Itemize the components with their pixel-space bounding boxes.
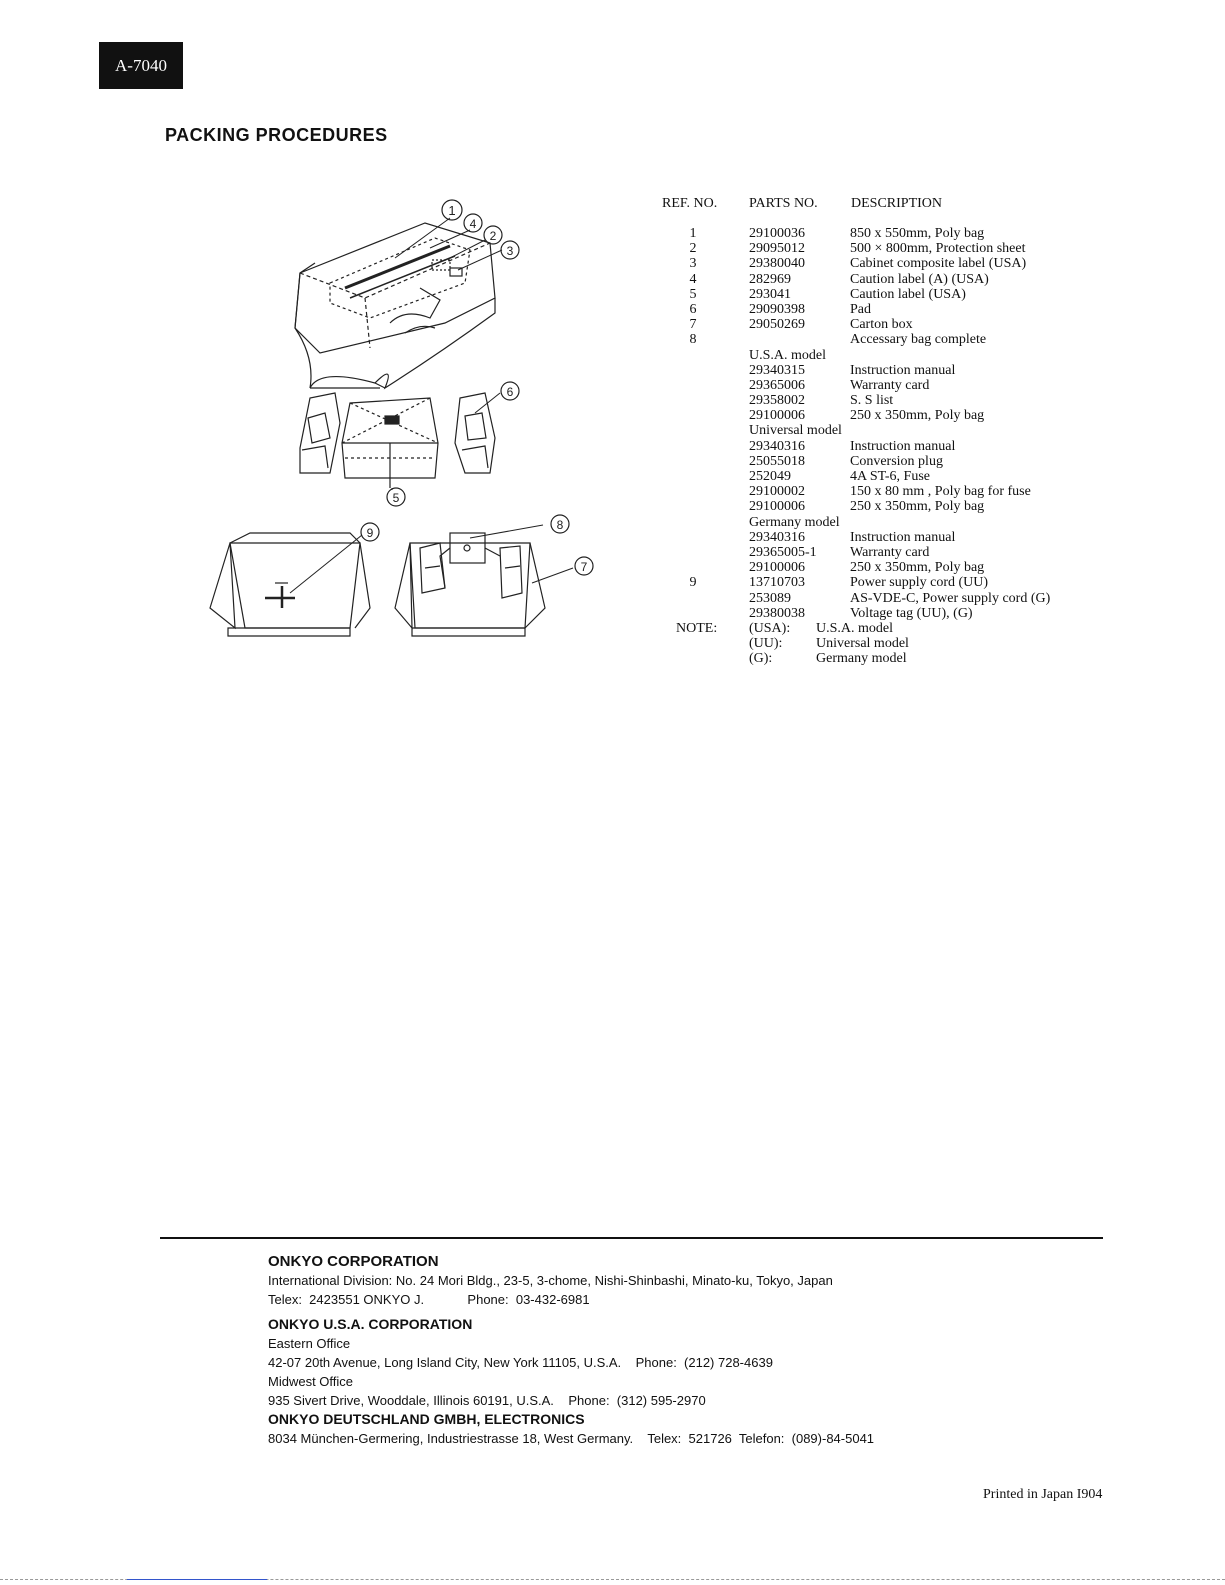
company-addresses: ONKYO CORPORATION International Division… (268, 1252, 874, 1448)
corp-onkyo-germany: ONKYO DEUTSCHLAND GMBH, ELECTRONICS (268, 1411, 585, 1427)
svg-text:4: 4 (470, 217, 477, 231)
carton-with-cord-drawing (209, 532, 371, 637)
page-title: PACKING PROCEDURES (165, 125, 388, 145)
callout-1: 1 (441, 199, 463, 221)
address-line: 935 Sivert Drive, Wooddale, Illinois 601… (268, 1393, 706, 1408)
svg-text:5: 5 (393, 491, 400, 505)
header-ref-no: REF. NO. (662, 196, 718, 211)
packing-illustration: 1 4 2 3 6 5 9 8 7 (209, 199, 594, 637)
printed-note: Printed in Japan I904 (983, 1487, 1103, 1502)
poly-bag-unit-drawing (294, 222, 496, 390)
callout-6: 6 (500, 381, 520, 401)
carton-with-pads-drawing (394, 532, 546, 637)
address-line: 42-07 20th Avenue, Long Island City, New… (268, 1355, 773, 1370)
corp-onkyo-japan: ONKYO CORPORATION (268, 1253, 439, 1270)
address-line: 8034 München-Germering, Industriestrasse… (268, 1431, 875, 1446)
svg-text:8: 8 (557, 518, 564, 532)
header-description: DESCRIPTION (851, 196, 943, 211)
svg-text:3: 3 (507, 244, 514, 258)
callout-4: 4 (463, 213, 483, 233)
model-badge: A-7040 (99, 42, 183, 89)
address-line: International Division: No. 24 Mori Bldg… (268, 1273, 833, 1288)
address-line: Telex: 2423551 ONKYO J. Phone: 03-432-69… (268, 1292, 590, 1307)
svg-text:2: 2 (490, 229, 497, 243)
callout-5: 5 (386, 487, 406, 507)
callout-7: 7 (574, 556, 594, 576)
svg-text:9: 9 (367, 526, 374, 540)
svg-text:1: 1 (448, 203, 455, 218)
header-parts-no: PARTS NO. (749, 196, 818, 211)
svg-text:6: 6 (507, 385, 514, 399)
callout-3: 3 (500, 240, 520, 260)
callout-2: 2 (483, 225, 503, 245)
svg-text:7: 7 (581, 560, 588, 574)
pads-drawing (299, 392, 496, 488)
page-edge-link (127, 1579, 267, 1580)
page-edge-rule (0, 1579, 1225, 1580)
address-line: Eastern Office (268, 1336, 351, 1351)
callout-8: 8 (550, 514, 570, 534)
footer-divider (160, 1237, 1103, 1239)
address-line: Midwest Office (268, 1374, 354, 1389)
callout-9: 9 (360, 522, 380, 542)
corp-onkyo-usa: ONKYO U.S.A. CORPORATION (268, 1316, 473, 1332)
